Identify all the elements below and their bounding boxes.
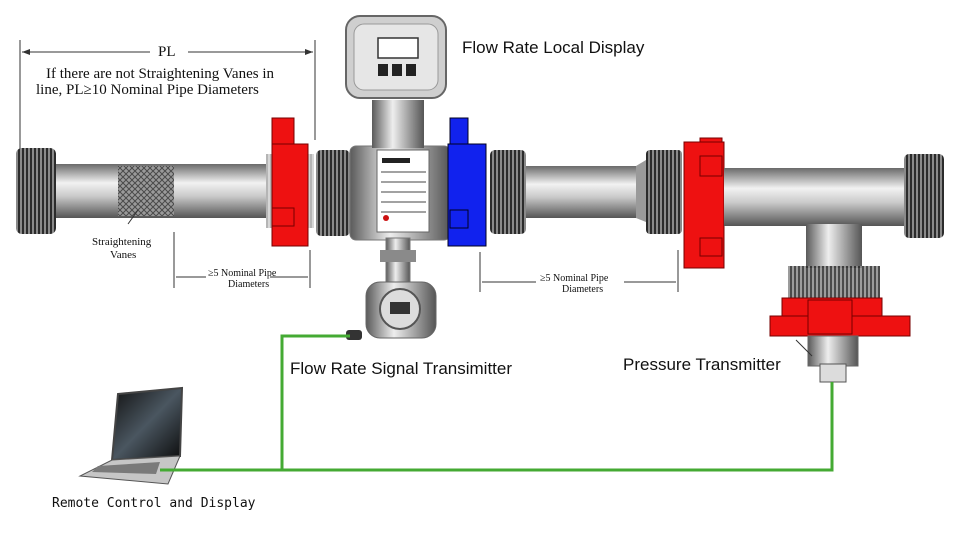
nominal-dimension-left	[173, 232, 311, 288]
pl-dimension	[19, 40, 316, 150]
straightening-label: Straightening	[92, 236, 152, 248]
outlet-flange-blue	[447, 117, 487, 247]
flow-meter-body	[316, 100, 451, 241]
flow-transmitter-label: Flow Rate Signal Transimitter	[290, 359, 513, 378]
inlet-flange-red	[271, 117, 309, 247]
pipe-tee	[724, 154, 944, 298]
remote-laptop	[78, 386, 184, 485]
straightening-vanes	[118, 166, 174, 216]
vanes-leader	[127, 209, 139, 225]
pressure-leader	[795, 339, 813, 357]
vanes-label: Vanes	[110, 249, 137, 261]
inlet-pipe	[16, 148, 314, 234]
pl-note-line-1: If there are not Straightening Vanes in	[46, 66, 274, 82]
flow-rate-local-display	[345, 15, 447, 99]
tee-flange-red	[683, 137, 725, 269]
nominal-left-label-1: ≥5 Nominal Pipe	[208, 268, 277, 279]
pressure-transmitter	[769, 297, 911, 383]
pl-label: PL	[158, 44, 176, 60]
flow-display-label: Flow Rate Local Display	[462, 38, 645, 57]
flow-rate-signal-transmitter	[346, 237, 437, 340]
nominal-right-label-1: ≥5 Nominal Pipe	[540, 273, 609, 284]
pl-note-line-2: line, PL≥10 Nominal Pipe Diameters	[36, 82, 259, 98]
signal-wiring	[160, 334, 834, 472]
outlet-pipe	[490, 150, 682, 234]
nominal-left-label-2: Diameters	[228, 279, 270, 290]
nominal-right-label-2: Diameters	[562, 284, 604, 295]
remote-label: Remote Control and Display	[52, 496, 256, 511]
nominal-dimension-right	[479, 250, 679, 292]
pressure-transmitter-label: Pressure Transmitter	[623, 355, 781, 374]
